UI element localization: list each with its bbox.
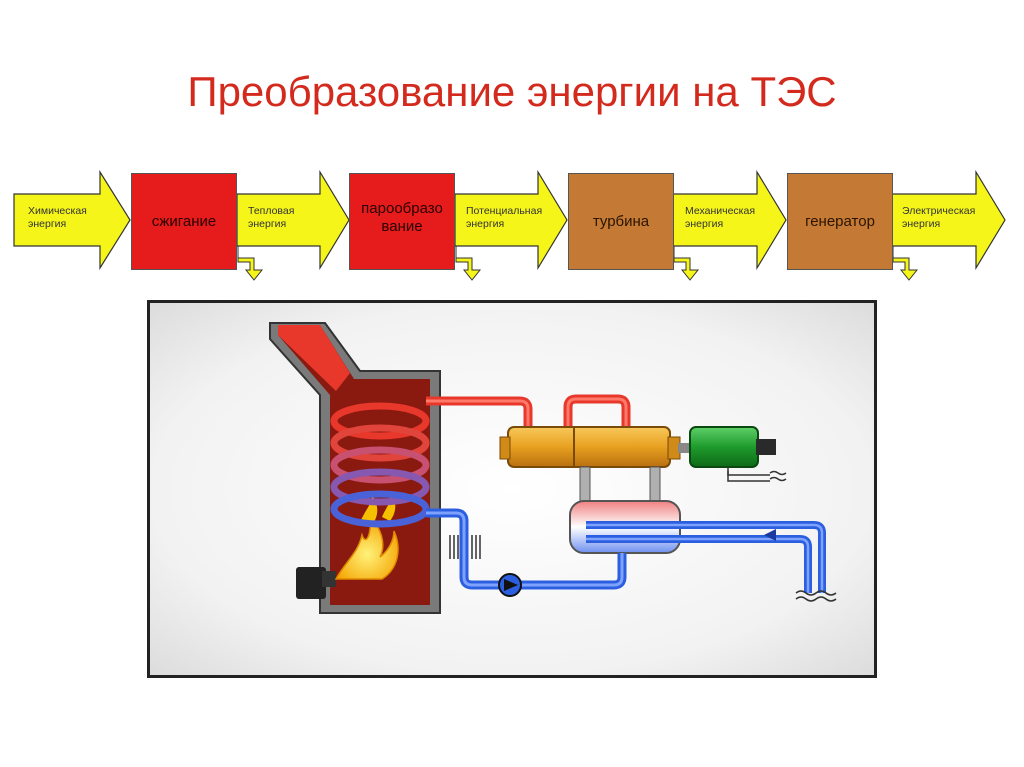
page-title: Преобразование энергии на ТЭС [187,68,837,115]
stage-label-turbine: турбина [592,212,650,230]
cooling-flow-arrow [764,529,776,541]
arrow-label-thermal: Тепловая энергия [248,205,295,230]
flow-arrows [13,169,1006,281]
flow-arrow-mechanical [672,169,787,271]
stage-vaporization: парообразование [349,173,455,270]
loss-arrow-4 [892,246,919,281]
turbine [499,426,681,468]
stage-label-vaporization: парообразование [361,200,443,235]
arrow-label-electric: Электрическая энергия [902,205,976,230]
power-plant-scheme [147,300,877,678]
flow-arrow-potential [454,169,568,271]
flame-icon [334,514,399,580]
arrow-label-chemical: Химическая энергия [28,205,87,230]
stage-combustion: сжигание [131,173,237,270]
shaft [678,443,692,453]
loss-arrow-3 [673,246,700,281]
stage-label-combustion: сжигание [151,212,217,230]
loss-arrow-1 [237,246,264,281]
energy-flow-chain: Химическая энергия Тепловая энергия Поте… [0,0,1024,290]
pump-icon [498,573,522,597]
stage-turbine: турбина [568,173,674,270]
scheme-drawing [269,322,837,614]
flow-arrow-thermal [236,169,350,271]
stage-label-generator: генератор [805,212,875,230]
water-source-icon [795,590,837,602]
burner [296,567,326,599]
heat-exchanger-icon [449,535,481,559]
power-output-icon [727,467,787,482]
flow-arrow-chemical [13,169,131,271]
generator [689,426,776,468]
stage-generator: генератор [787,173,893,270]
arrow-label-mechanical: Механическая энергия [685,205,756,230]
loss-arrow-2 [455,246,482,281]
flow-arrow-electric [891,169,1006,271]
arrow-label-potential: Потенциальная энергия [466,205,543,230]
